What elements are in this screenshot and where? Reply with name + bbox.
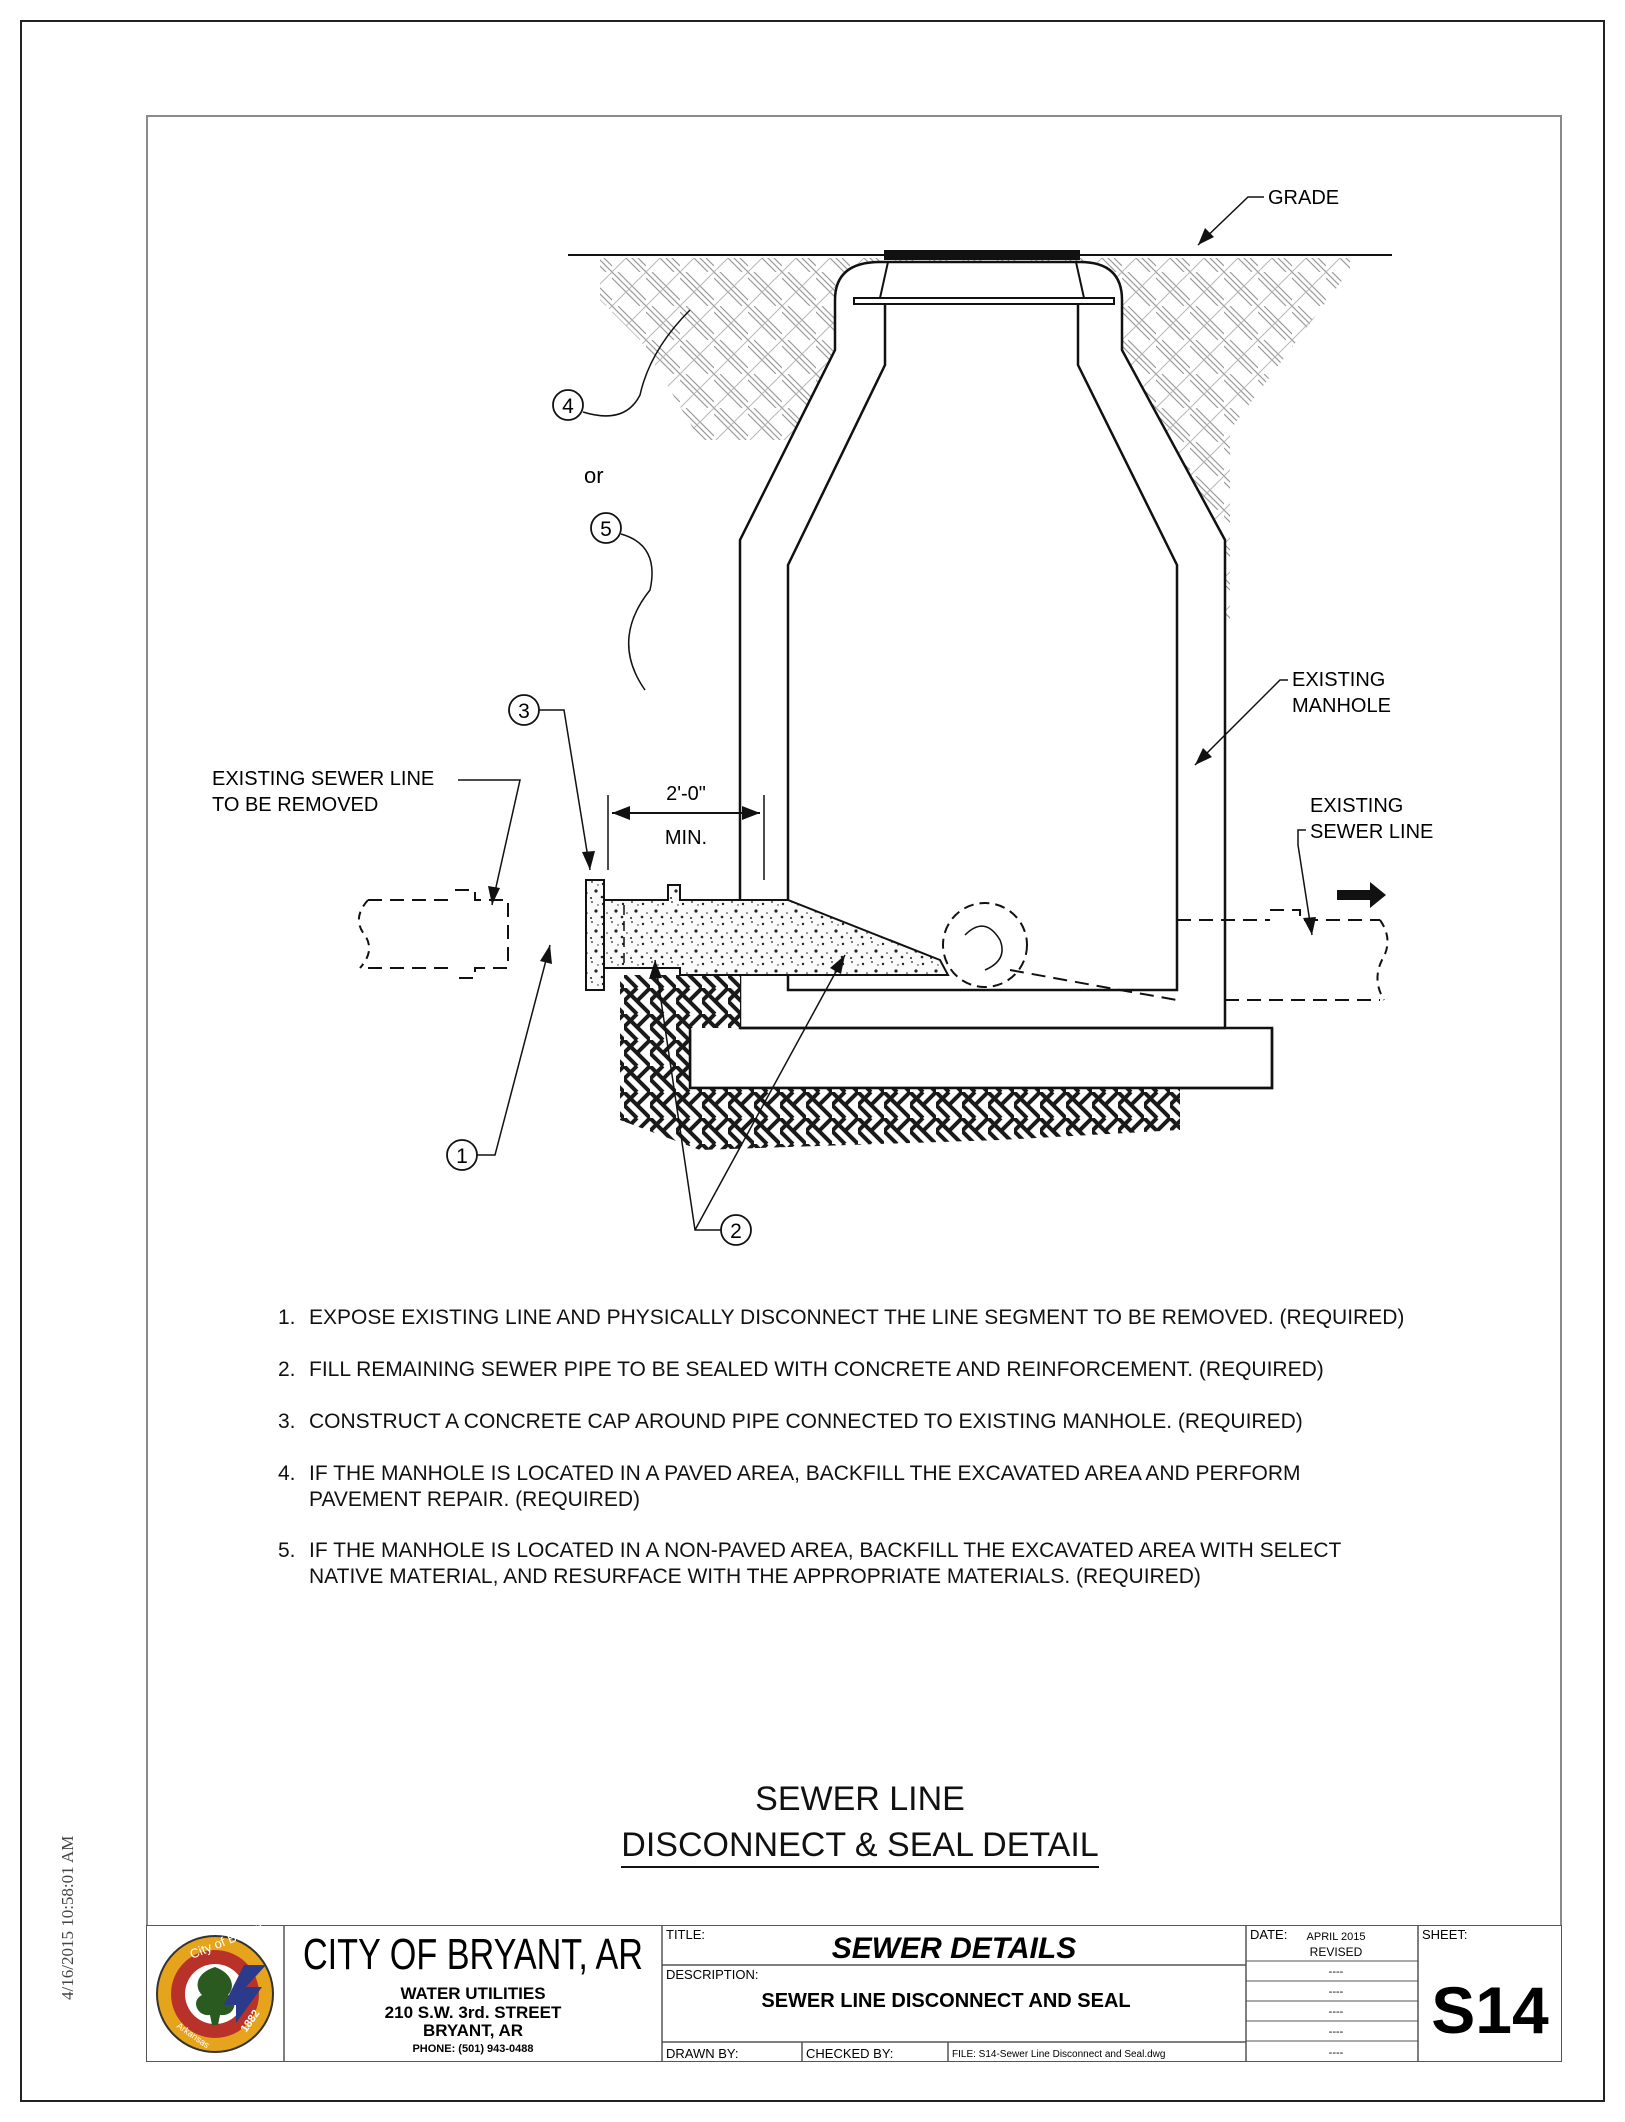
grade-label: GRADE (1268, 187, 1339, 209)
revised-label: REVISED (1310, 1945, 1363, 1959)
manhole-frame (853, 297, 1115, 305)
callout-3: 3 (518, 700, 530, 723)
sheet-label: SHEET: (1422, 1927, 1468, 1942)
removed-line-label-2: TO BE REMOVED (212, 794, 378, 816)
revision-2: ---- (1329, 1986, 1344, 1998)
callout-5: 5 (600, 518, 612, 541)
dimension-min-text: MIN. (665, 827, 707, 849)
address: 210 S.W. 3rd. STREET (385, 2003, 562, 2022)
revision-5: ---- (1329, 2047, 1344, 2059)
file-name: FILE: S14-Sewer Line Disconnect and Seal… (952, 2049, 1165, 2060)
drawing-title-line-2: DISCONNECT & SEAL DETAIL (580, 1826, 1140, 1868)
revision-1: ---- (1329, 1966, 1344, 1978)
callout-5-circle (590, 512, 622, 544)
existing-sewer-label-1: EXISTING (1310, 795, 1403, 817)
existing-sewer-pipe (1009, 909, 1380, 1001)
title-label: TITLE: (666, 1927, 705, 1942)
sheet-border (20, 20, 1605, 2102)
department: WATER UTILITIES (400, 1984, 545, 2003)
sheet-title: SEWER DETAILS (832, 1932, 1076, 1965)
description: SEWER LINE DISCONNECT AND SEAL (761, 1990, 1130, 2012)
title-block: City of Bryant Arkansas 1882 CITY OF BRY… (146, 1925, 1562, 2062)
invert-pipe (942, 902, 1028, 988)
manhole-detail-drawing: 2'-0" MIN. GRADE EXISTING MANHOLE EXISTI… (212, 187, 1433, 1246)
or-text: or (584, 463, 604, 488)
date-label: DATE: (1250, 1927, 1287, 1942)
phone: PHONE: (501) 943-0488 (412, 2043, 533, 2055)
flow-direction-icon (1337, 882, 1386, 908)
city-state: BRYANT, AR (423, 2021, 523, 2040)
removed-line-label-1: EXISTING SEWER LINE (212, 768, 434, 790)
existing-manhole-label-2: MANHOLE (1292, 695, 1391, 717)
description-label: DESCRIPTION: (666, 1967, 758, 1982)
callout-4-circle (552, 389, 584, 421)
drawing-title-line-1: SEWER LINE (755, 1780, 965, 1818)
concrete-fill (603, 884, 950, 976)
removed-pipe (368, 889, 509, 979)
drawn-by: DRAWN BY: (666, 2046, 738, 2061)
compacted-backfill-hatch (620, 975, 1180, 1150)
note-3: 3.CONSTRUCT A CONCRETE CAP AROUND PIPE C… (278, 1410, 1303, 1433)
callout-2: 2 (730, 1220, 742, 1243)
callout-1: 1 (456, 1145, 468, 1168)
city-name: CITY OF BRYANT, AR (303, 1930, 643, 1979)
note-4: 4.IF THE MANHOLE IS LOCATED IN A PAVED A… (278, 1462, 1301, 1511)
existing-sewer-label-2: SEWER LINE (1310, 821, 1433, 843)
sheet-number: S14 (1431, 1973, 1549, 2047)
note-1: 1.EXPOSE EXISTING LINE AND PHYSICALLY DI… (278, 1306, 1405, 1329)
checked-by: CHECKED BY: (806, 2046, 893, 2061)
note-2: 2.FILL REMAINING SEWER PIPE TO BE SEALED… (278, 1358, 1324, 1381)
revision-4: ---- (1329, 2026, 1344, 2038)
date: APRIL 2015 (1307, 1931, 1366, 1943)
manhole-cover (884, 250, 1080, 260)
print-timestamp: 4/16/2015 10:58:01 AM (58, 1835, 77, 2000)
concrete-cap (585, 879, 605, 991)
note-5: 5.IF THE MANHOLE IS LOCATED IN A NON-PAV… (278, 1539, 1341, 1588)
revision-3: ---- (1329, 2006, 1344, 2018)
callout-4: 4 (562, 395, 574, 418)
existing-manhole-label-1: EXISTING (1292, 669, 1385, 691)
dimension-text: 2'-0" (666, 783, 706, 805)
